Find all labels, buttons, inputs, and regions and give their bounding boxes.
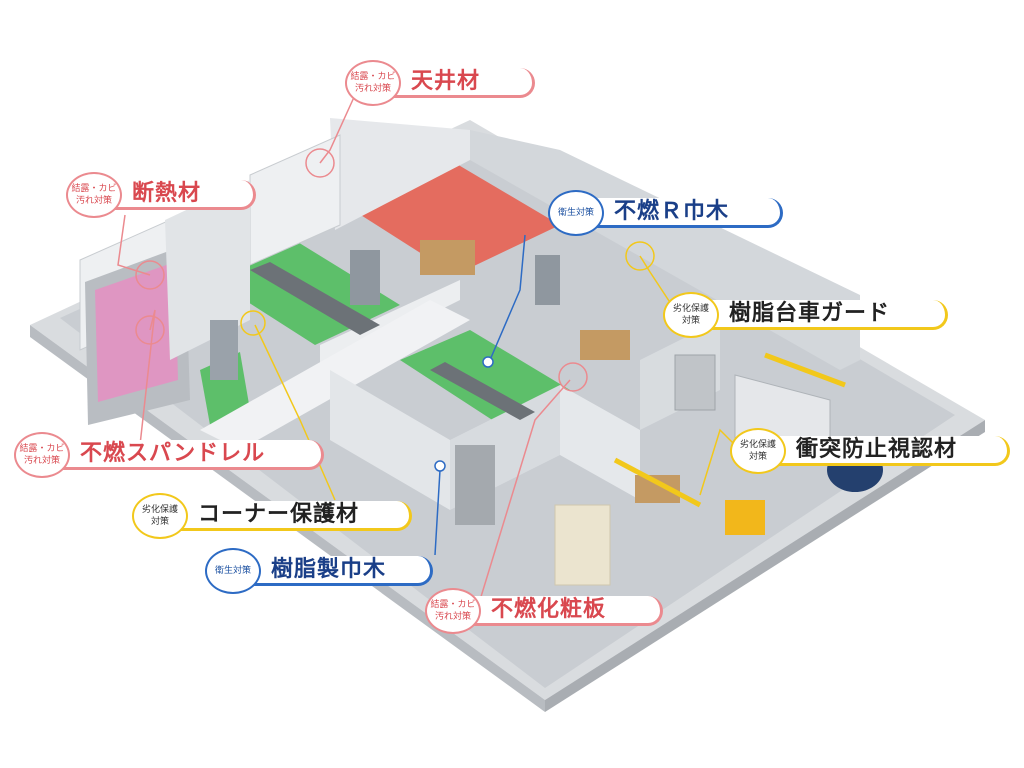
badge-line-1: 結露・カビ <box>71 184 117 194</box>
callout-label: 衝突防止視認材 <box>796 437 958 462</box>
marker-circles <box>135 148 655 472</box>
callout-corner-hogo: 劣化保護 対策 コーナー保護材 <box>132 493 412 539</box>
leader-spandrel <box>139 309 156 446</box>
callout-badge: 劣化保護 対策 <box>132 493 188 539</box>
callout-fune-r-habaki: 衛生対策 不燃Ｒ巾木 <box>548 190 783 236</box>
callout-jushi-daisha-guard: 劣化保護 対策 樹脂台車ガード <box>663 292 948 338</box>
locker-block <box>455 445 495 525</box>
badge-line-1: 衛生対策 <box>557 208 594 218</box>
badge-line-2: 汚れ対策 <box>434 612 471 622</box>
leader-corner <box>254 324 336 501</box>
badge-line-1: 劣化保護 <box>141 505 178 515</box>
door-left <box>210 320 238 380</box>
marker-fune-r <box>482 356 494 368</box>
badge-line-2: 汚れ対策 <box>354 84 391 94</box>
partition-wall-4 <box>330 370 450 510</box>
badge-line-1: 劣化保護 <box>672 304 709 314</box>
leader-keshouban <box>479 379 571 601</box>
callout-tenjo: 結露・カビ 汚れ対策 天井材 <box>345 60 535 106</box>
callout-badge: 衛生対策 <box>205 548 261 594</box>
callout-dannetsu: 結露・カビ 汚れ対策 断熱材 <box>66 172 256 218</box>
badge-line-1: 結露・カビ <box>350 72 396 82</box>
callout-label: 不燃化粧板 <box>491 597 607 622</box>
marker-corner <box>240 310 266 336</box>
box-stack-2 <box>580 330 630 360</box>
leader-dannetsu <box>117 214 151 276</box>
callout-bar <box>160 501 412 531</box>
callout-fune-keshouban: 結露・カビ 汚れ対策 不燃化粧板 <box>425 588 663 634</box>
door-center <box>350 250 380 305</box>
badge-line-2: 汚れ対策 <box>75 196 112 206</box>
callout-jushi-habaki: 衛生対策 樹脂製巾木 <box>205 548 433 594</box>
marker-jushi-habaki <box>434 460 446 472</box>
shutter-door <box>674 354 716 411</box>
callout-badge: 結露・カビ 汚れ対策 <box>425 588 481 634</box>
callout-label: 不燃Ｒ巾木 <box>614 199 730 224</box>
badge-line-1: 結露・カビ <box>430 600 476 610</box>
badge-line-2: 対策 <box>748 452 767 462</box>
callout-label: 天井材 <box>411 69 481 94</box>
conveyor-left <box>250 262 380 335</box>
back-wall-top <box>330 118 470 230</box>
callout-badge: 結露・カビ 汚れ対策 <box>14 432 70 478</box>
callout-label: 樹脂製巾木 <box>271 557 387 582</box>
callout-badge: 衛生対策 <box>548 190 604 236</box>
callout-bar <box>453 596 663 626</box>
marker-keshouban <box>558 362 588 392</box>
yellow-guard-2 <box>764 352 846 388</box>
badge-line-2: 汚れ対策 <box>23 456 60 466</box>
marker-dannetsu <box>135 260 165 290</box>
forklift <box>725 500 765 535</box>
marker-daisha <box>625 241 655 271</box>
callout-label: 不燃スパンドレル <box>80 441 266 466</box>
callout-bar <box>576 198 783 228</box>
conveyor-center <box>430 362 535 420</box>
callout-bar <box>758 436 1010 466</box>
callout-label: 断熱材 <box>132 181 202 206</box>
marker-tenjo <box>305 148 335 178</box>
badge-line-1: 結露・カビ <box>19 444 65 454</box>
partition-wall-6 <box>560 385 640 500</box>
callout-badge: 結露・カビ 汚れ対策 <box>66 172 122 218</box>
leader-fune-r <box>489 234 526 361</box>
leader-tenjo <box>319 94 356 164</box>
callout-label: コーナー保護材 <box>198 502 360 527</box>
partition-wall-1 <box>165 180 250 360</box>
callout-badge: 劣化保護 対策 <box>663 292 719 338</box>
callout-shoutotsu-boushi: 劣化保護 対策 衝突防止視認材 <box>730 428 1010 474</box>
badge-line-1: 衛生対策 <box>214 566 251 576</box>
door-right <box>535 255 560 305</box>
marker-spandrel <box>135 315 165 345</box>
box-stack-1 <box>420 240 475 275</box>
building-base-side-right <box>545 420 985 712</box>
callout-badge: 結露・カビ 汚れ対策 <box>345 60 401 106</box>
cabinet-block <box>554 504 611 586</box>
yellow-guard-1 <box>613 457 702 508</box>
callout-bar <box>42 440 324 470</box>
callout-bar <box>233 556 433 586</box>
badge-line-2: 対策 <box>150 517 169 527</box>
badge-line-1: 劣化保護 <box>739 440 776 450</box>
callout-fune-spandrel: 結露・カビ 汚れ対策 不燃スパンドレル <box>14 432 324 478</box>
callout-bar <box>691 300 948 330</box>
callout-badge: 劣化保護 対策 <box>730 428 786 474</box>
leader-daisha <box>639 255 676 311</box>
callout-label: 樹脂台車ガード <box>729 301 891 326</box>
badge-line-2: 対策 <box>681 316 700 326</box>
